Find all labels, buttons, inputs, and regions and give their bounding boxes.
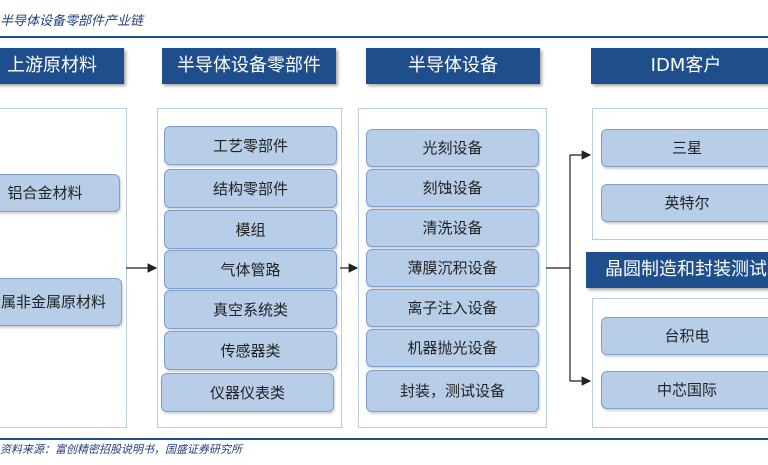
- title-rule: [0, 36, 768, 38]
- node-parts-6: 仪器仪表类: [161, 373, 334, 412]
- node-parts-1: 结构零部件: [164, 169, 337, 208]
- header-foundry: 晶圆制造和封装测试: [586, 252, 768, 288]
- node-idm-1: 英特尔: [601, 184, 768, 222]
- node-foundry-0: 台积电: [601, 317, 768, 355]
- node-equipment-3: 薄膜沉积设备: [366, 249, 539, 287]
- node-parts-2: 模组: [164, 210, 337, 249]
- header-equipment: 半导体设备: [366, 48, 540, 84]
- node-upstream-0: 铝合金材料: [0, 174, 120, 212]
- node-equipment-1: 刻蚀设备: [366, 169, 539, 207]
- node-parts-3: 气体管路: [164, 250, 337, 289]
- node-equipment-0: 光刻设备: [366, 129, 539, 167]
- node-equipment-6: 封装，测试设备: [366, 370, 539, 412]
- node-idm-0: 三星: [601, 129, 768, 167]
- node-parts-4: 真空系统类: [164, 290, 337, 329]
- header-idm: IDM客户: [591, 48, 768, 84]
- node-equipment-4: 离子注入设备: [366, 289, 539, 327]
- source-note: 资料来源：富创精密招股说明书，国盛证券研究所: [0, 438, 768, 460]
- node-equipment-2: 清洗设备: [366, 209, 539, 247]
- node-upstream-1: 金属非金属原材料: [0, 278, 122, 326]
- node-foundry-1: 中芯国际: [601, 371, 768, 409]
- page-title: 半导体设备零部件产业链: [0, 14, 144, 29]
- header-upstream: 上游原材料: [0, 48, 124, 84]
- node-equipment-5: 机器抛光设备: [366, 329, 539, 367]
- node-parts-0: 工艺零部件: [164, 126, 337, 165]
- header-parts: 半导体设备零部件: [162, 48, 336, 84]
- node-parts-5: 传感器类: [164, 331, 337, 370]
